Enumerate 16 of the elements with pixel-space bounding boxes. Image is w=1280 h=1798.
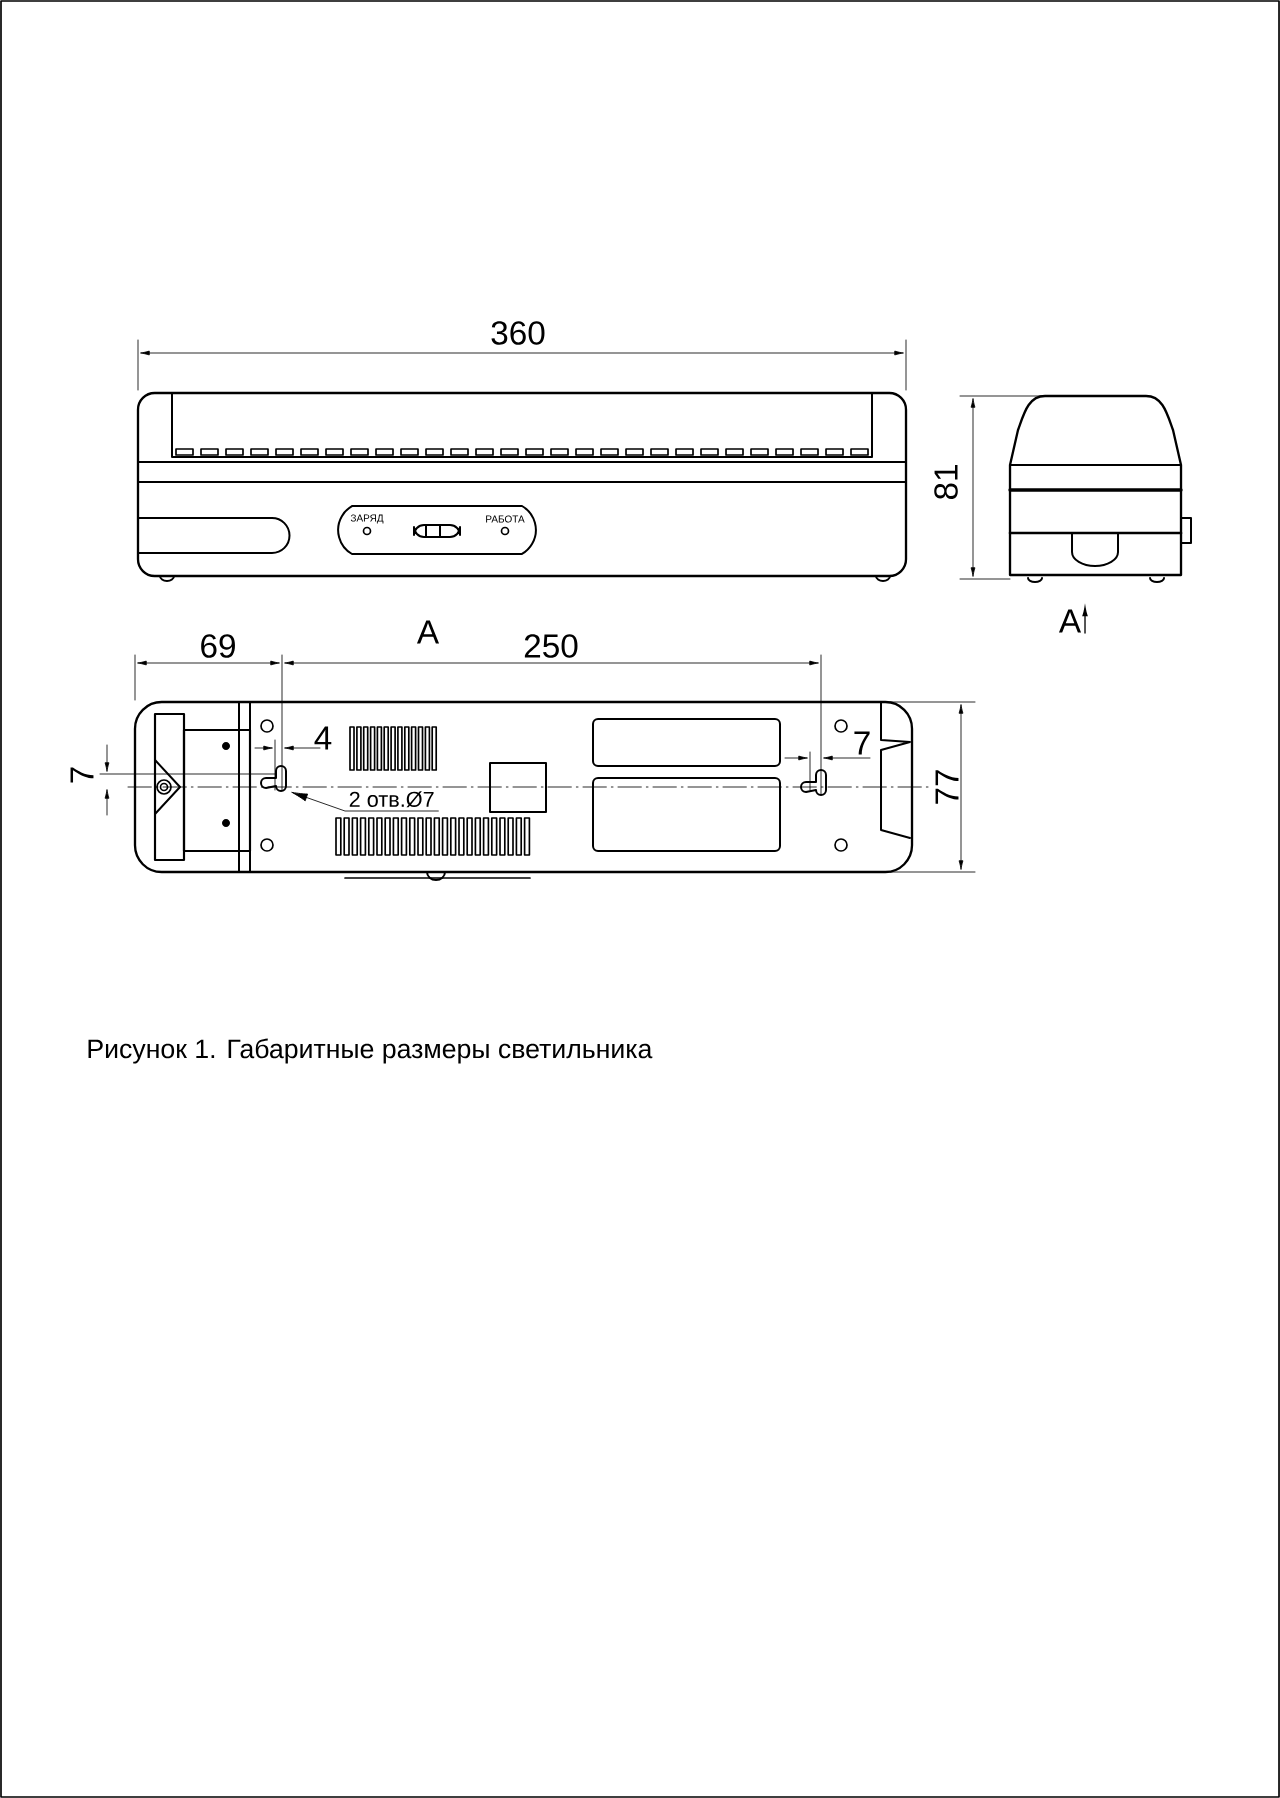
dimension-value: 250 [524,634,578,658]
view-letter: A [416,620,440,644]
keyhole [260,765,287,792]
caption: Рисунок 1. Габаритные размеры светильника [88,1038,653,1064]
dimension-value: 77 [935,770,959,804]
dimension-value: 360 [491,321,545,345]
dimension-value: 69 [201,634,235,658]
leader-line [291,792,439,812]
dimension-value: 81 [934,465,958,500]
panel-label: ЗАРЯД [350,514,384,524]
dimension-value: 7 [854,731,870,755]
leader-text: 2 отв.Ø7 [349,791,434,808]
dimension-value: 7 [70,767,94,783]
view-letter: A [1058,609,1082,633]
panel-label: РАБОТА [486,515,525,523]
dimension-value: 4 [314,726,332,750]
